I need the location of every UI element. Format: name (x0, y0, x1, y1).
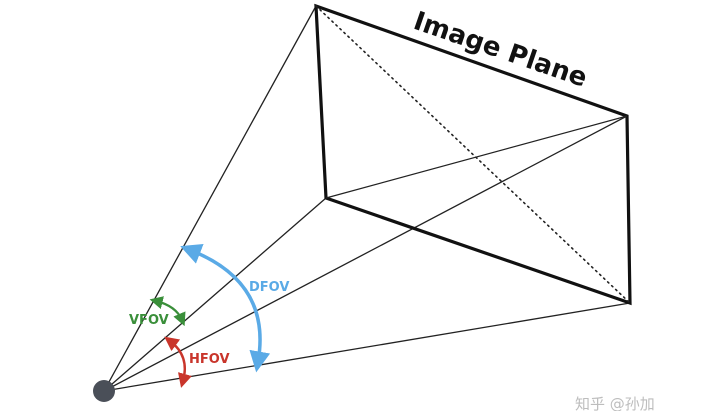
watermark: 知乎 @孙加 (575, 395, 655, 411)
diagonal-solid (325, 115, 628, 199)
dfov-arc (180, 244, 271, 373)
hfov-label: HFOV (189, 352, 230, 367)
dfov-label: DFOV (249, 280, 289, 295)
image-plane-frame (314, 3, 632, 306)
diagonal-dotted (315, 5, 631, 304)
vfov-label: VFOV (129, 313, 169, 328)
camera-center-dot (93, 380, 115, 402)
vfov-arc (149, 296, 186, 327)
hfov-arc (164, 336, 192, 388)
ray-mid-right (103, 115, 628, 392)
ray-top-left (103, 5, 317, 392)
